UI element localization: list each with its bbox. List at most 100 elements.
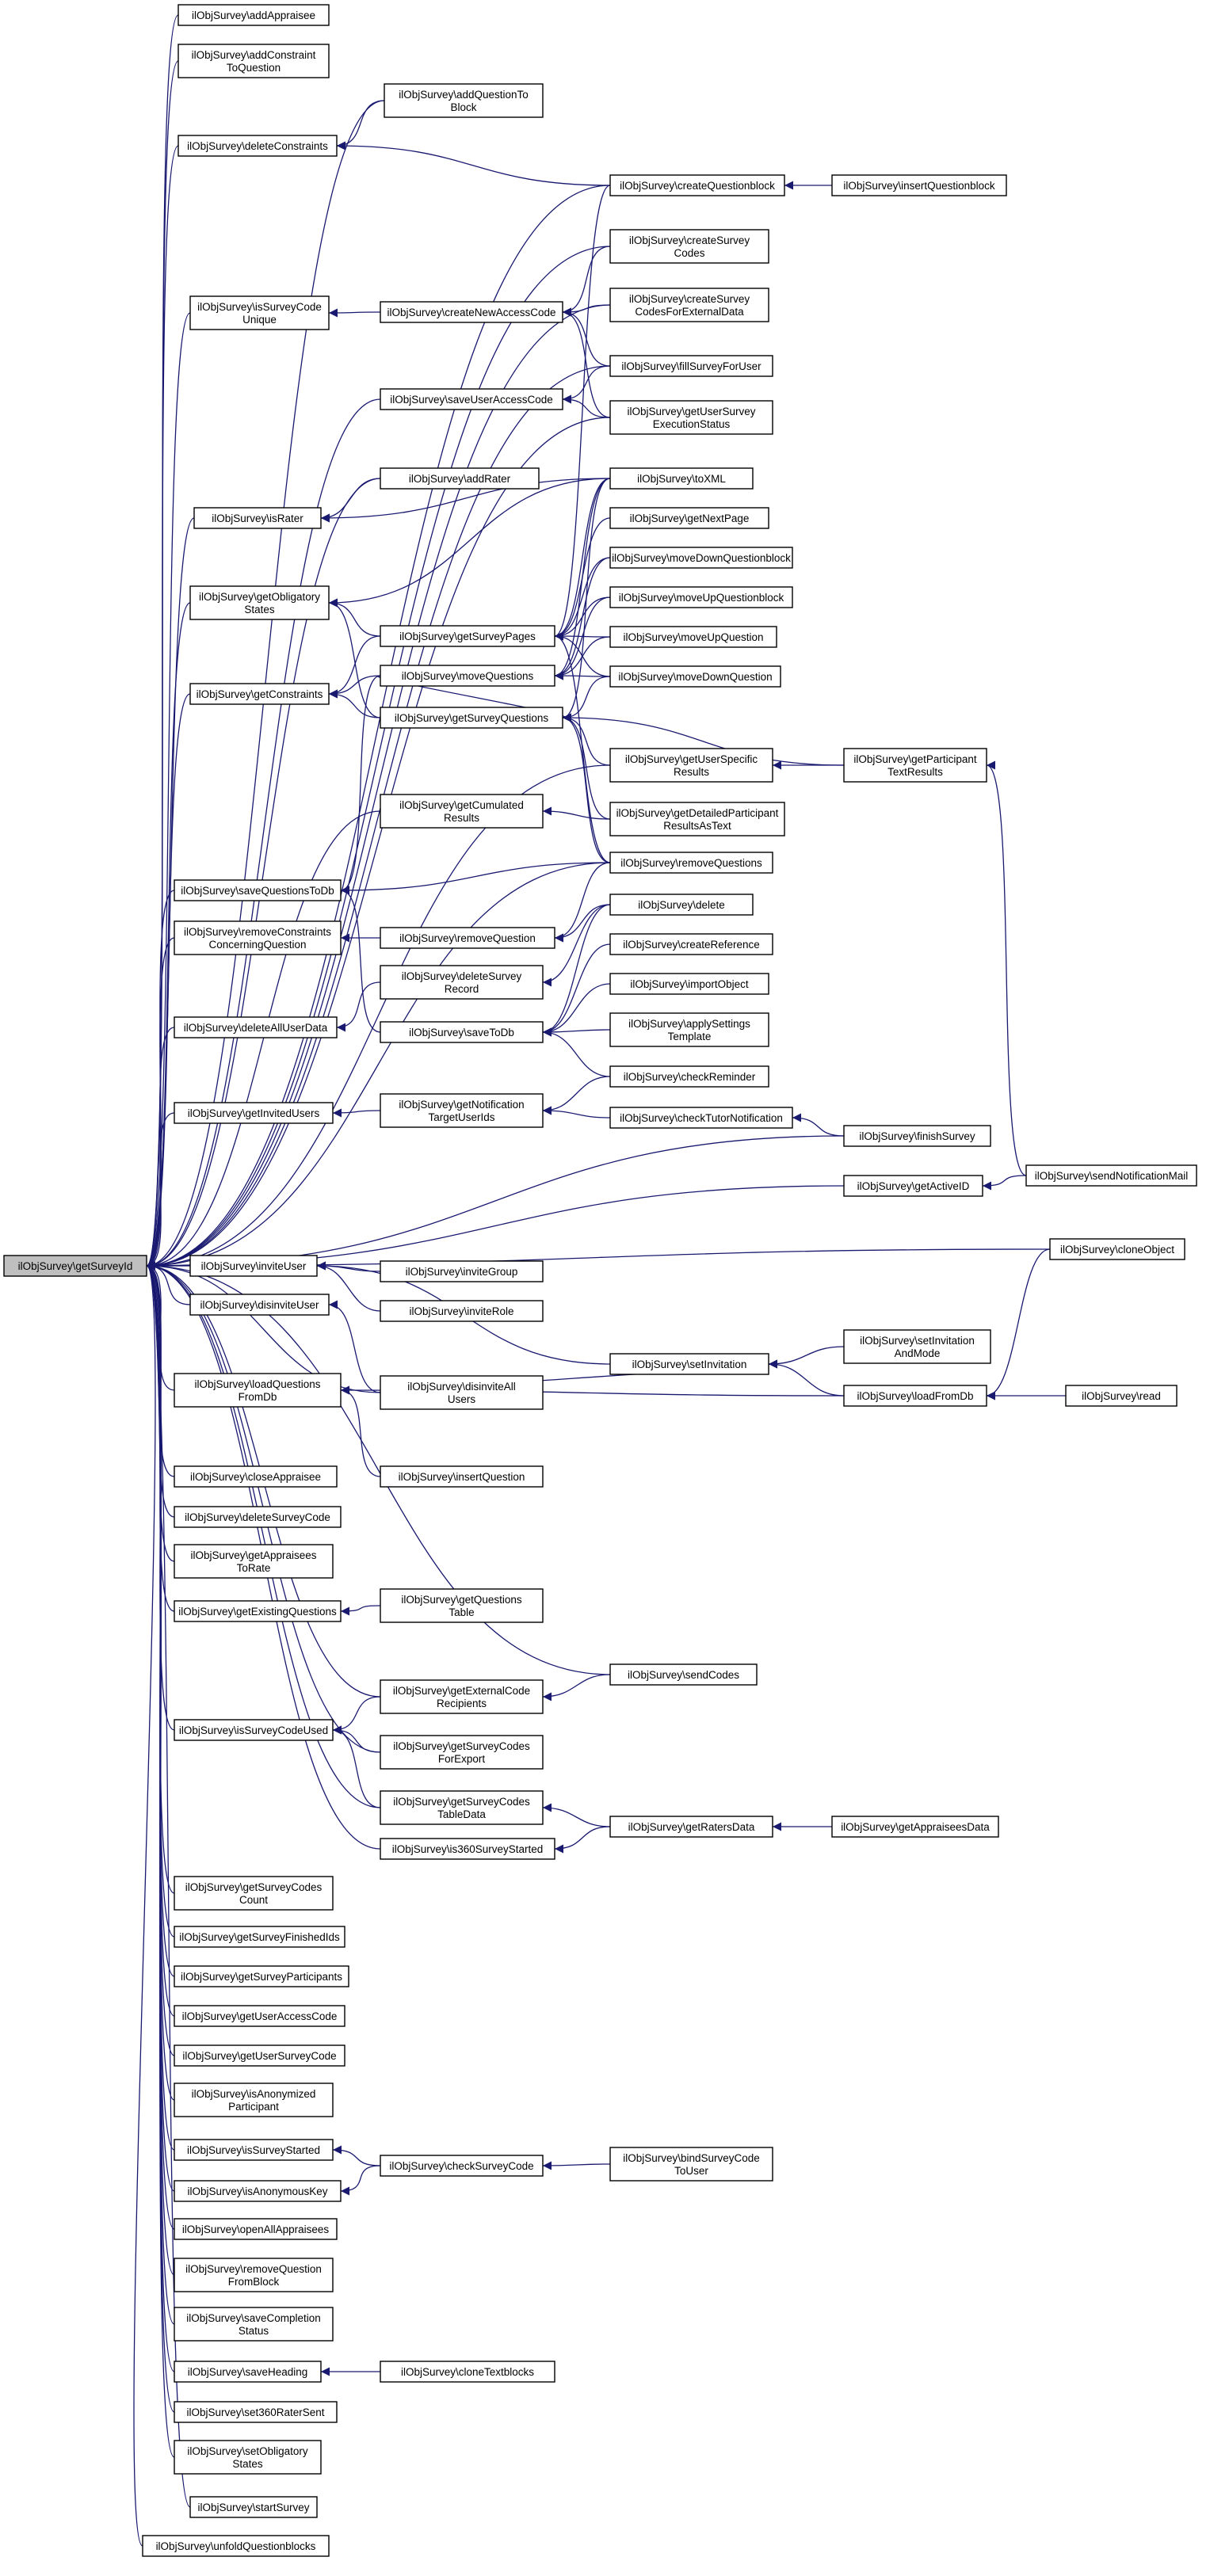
function-node[interactable]: ilObjSurvey\toXML [609,467,754,490]
function-node[interactable]: ilObjSurvey\insertQuestion [380,1465,544,1488]
root-node[interactable]: ilObjSurvey\getSurveyId [3,1255,147,1277]
function-node[interactable]: ilObjSurvey\importObject [609,973,769,995]
function-node[interactable]: ilObjSurvey\getActiveID [843,1175,983,1197]
function-node[interactable]: ilObjSurvey\createQuestionblock [609,174,785,196]
function-node[interactable]: ilObjSurvey\getUserSurveyCode [174,2044,345,2067]
function-node[interactable]: ilObjSurvey\cloneTextblocks [380,2361,555,2383]
function-node[interactable]: ilObjSurvey\openAllAppraisees [174,2218,338,2240]
function-node[interactable]: ilObjSurvey\setInvitation [609,1353,769,1375]
function-node[interactable]: ilObjSurvey\cloneObject [1049,1238,1185,1260]
function-node[interactable]: ilObjSurvey\loadFromDb [843,1385,987,1407]
node-label: ilObjSurvey\loadFromDb [857,1390,973,1402]
function-node[interactable]: ilObjSurvey\getNextPage [609,507,769,529]
function-node[interactable]: ilObjSurvey\getDetailedParticipantResult… [609,802,785,836]
function-node[interactable]: ilObjSurvey\deleteAllUserData [174,1016,338,1038]
function-node[interactable]: ilObjSurvey\moveDownQuestionblock [609,547,793,569]
function-node[interactable]: ilObjSurvey\getSurveyFinishedIds [174,1926,345,1948]
function-node[interactable]: ilObjSurvey\isRater [193,507,322,529]
function-node[interactable]: ilObjSurvey\startSurvey [189,2496,318,2518]
function-node[interactable]: ilObjSurvey\getInvitedUsers [174,1102,334,1124]
call-edge [336,100,385,151]
function-node[interactable]: ilObjSurvey\sendNotificationMail [1025,1164,1197,1187]
function-node[interactable]: ilObjSurvey\finishSurvey [843,1125,991,1147]
function-node[interactable]: ilObjSurvey\isSurveyCodeUsed [174,1719,334,1741]
function-node[interactable]: ilObjSurvey\saveHeading [174,2361,322,2383]
function-node[interactable]: ilObjSurvey\removeQuestion [380,927,555,949]
node-box [193,507,322,529]
function-node[interactable]: ilObjSurvey\createReference [609,933,773,955]
function-node[interactable]: ilObjSurvey\insertQuestionblock [831,174,1007,196]
function-node[interactable]: ilObjSurvey\getAppraiseesData [831,1816,999,1838]
function-node[interactable]: ilObjSurvey\inviteGroup [380,1260,544,1282]
function-node[interactable]: ilObjSurvey\fillSurveyForUser [609,355,773,377]
function-node[interactable]: ilObjSurvey\saveToDb [380,1021,544,1043]
function-node[interactable]: ilObjSurvey\disinviteUser [189,1294,330,1316]
node-box [609,1816,773,1838]
function-node[interactable]: ilObjSurvey\getSurveyQuestions [380,707,563,729]
function-node[interactable]: ilObjSurvey\moveDownQuestion [609,665,781,688]
function-node[interactable]: ilObjSurvey\saveQuestionsToDb [174,879,342,901]
function-node[interactable]: ilObjSurvey\isSurveyStarted [174,2139,334,2161]
function-node[interactable]: ilObjSurvey\moveUpQuestionblock [609,586,793,608]
function-node[interactable]: ilObjSurvey\removeConstraintsConcerningQ… [174,920,342,955]
function-node[interactable]: ilObjSurvey\addAppraisee [177,4,330,26]
function-node[interactable]: ilObjSurvey\deleteConstraints [177,135,338,157]
function-node[interactable]: ilObjSurvey\isAnonymousKey [174,2180,342,2202]
function-node[interactable]: ilObjSurvey\checkSurveyCode [380,2155,544,2177]
function-node[interactable]: ilObjSurvey\getSurveyParticipants [174,1965,349,1987]
function-node[interactable]: ilObjSurvey\inviteUser [189,1255,318,1277]
function-node[interactable]: ilObjSurvey\checkTutorNotification [609,1107,793,1129]
function-node[interactable]: ilObjSurvey\checkReminder [609,1065,769,1088]
function-node[interactable]: ilObjSurvey\getRatersData [609,1816,773,1838]
function-node[interactable]: ilObjSurvey\unfoldQuestionblocks [142,2535,330,2557]
function-node[interactable]: ilObjSurvey\getUserAccessCode [174,2005,345,2027]
function-node[interactable]: ilObjSurvey\closeAppraisee [174,1465,338,1488]
function-node[interactable]: ilObjSurvey\getExistingQuestions [174,1600,342,1622]
function-node[interactable]: ilObjSurvey\sendCodes [609,1663,758,1686]
function-node[interactable]: ilObjSurvey\is360SurveyStarted [380,1838,555,1860]
function-node[interactable]: ilObjSurvey\delete [609,894,754,916]
function-node[interactable]: ilObjSurvey\removeQuestions [609,852,773,874]
function-node[interactable]: ilObjSurvey\saveUserAccessCode [380,388,563,410]
function-node[interactable]: ilObjSurvey\inviteRole [380,1300,544,1322]
function-node[interactable]: ilObjSurvey\moveQuestions [380,665,555,687]
function-node[interactable]: ilObjSurvey\moveUpQuestion [609,626,777,648]
function-node[interactable]: ilObjSurvey\createSurveyCodesForExternal… [609,288,769,322]
function-node[interactable]: ilObjSurvey\read [1065,1385,1178,1407]
node-box [189,683,330,705]
function-node[interactable]: ilObjSurvey\deleteSurveyCode [174,1506,342,1528]
function-node[interactable]: ilObjSurvey\getSurveyPages [380,625,555,647]
function-node[interactable]: ilObjSurvey\createNewAccessCode [380,301,563,323]
node-box [380,388,563,410]
function-node[interactable]: ilObjSurvey\set360RaterSent [174,2401,338,2423]
node-box [174,2218,338,2240]
function-node[interactable]: ilObjSurvey\getConstraints [189,683,330,705]
function-node[interactable]: ilObjSurvey\addRater [380,467,540,490]
